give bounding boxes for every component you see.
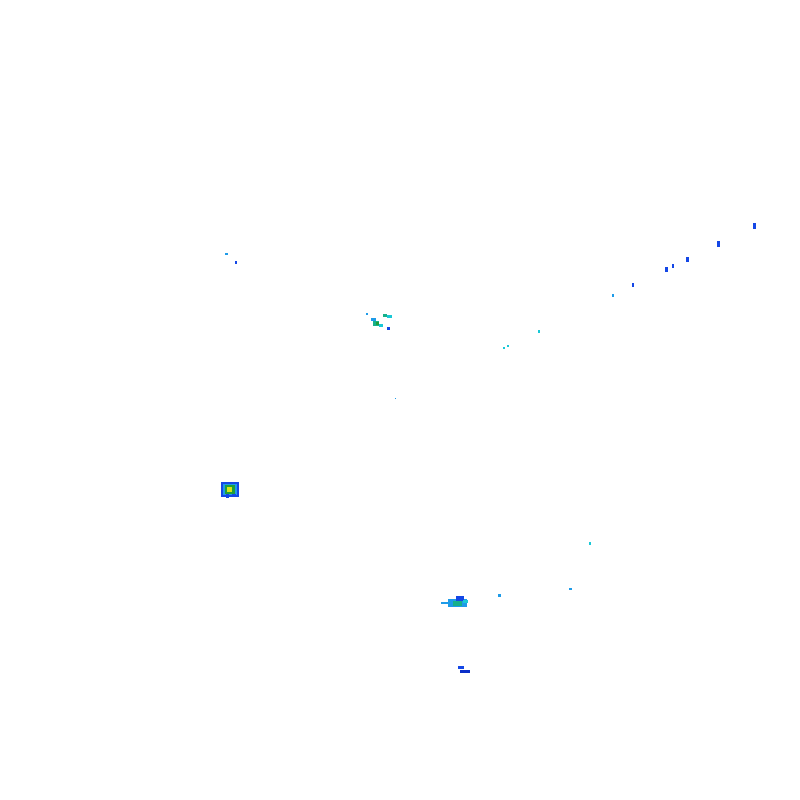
radar-echo bbox=[235, 261, 237, 264]
radar-echo bbox=[371, 318, 376, 321]
radar-echo bbox=[232, 494, 236, 497]
radar-echo bbox=[569, 588, 572, 590]
radar-echo bbox=[463, 600, 468, 603]
radar-echo bbox=[383, 314, 387, 317]
echo-line-northeast bbox=[503, 223, 756, 349]
radar-echo bbox=[225, 253, 228, 255]
radar-echo bbox=[460, 670, 470, 673]
radar-echo bbox=[589, 542, 591, 545]
radar-echo bbox=[453, 601, 462, 606]
radar-echo bbox=[456, 596, 464, 601]
radar-echo bbox=[441, 602, 449, 604]
radar-echo bbox=[227, 487, 232, 492]
radar-echo bbox=[538, 330, 540, 333]
radar-echo bbox=[498, 594, 501, 597]
radar-echo bbox=[665, 267, 668, 272]
radar-echo bbox=[395, 398, 396, 399]
radar-echo bbox=[458, 666, 464, 669]
radar-echo bbox=[753, 223, 756, 229]
radar-echo bbox=[503, 347, 505, 349]
radar-echo bbox=[632, 283, 634, 287]
echo-cluster-northwest bbox=[225, 253, 237, 264]
radar-echo bbox=[717, 241, 720, 247]
radar-echo bbox=[387, 327, 390, 330]
radar-echo bbox=[366, 313, 368, 315]
radar-echo bbox=[612, 294, 614, 297]
radar-echo bbox=[507, 345, 509, 347]
radar-echo bbox=[376, 322, 379, 325]
echo-cluster-south bbox=[441, 542, 591, 673]
radar-echo bbox=[226, 494, 229, 498]
echo-cluster-central bbox=[366, 313, 396, 399]
radar-echo bbox=[387, 315, 392, 318]
radar-echo bbox=[379, 324, 383, 327]
echo-cluster-west bbox=[221, 482, 239, 498]
radar-echo bbox=[672, 264, 674, 268]
radar-echo bbox=[686, 257, 689, 262]
